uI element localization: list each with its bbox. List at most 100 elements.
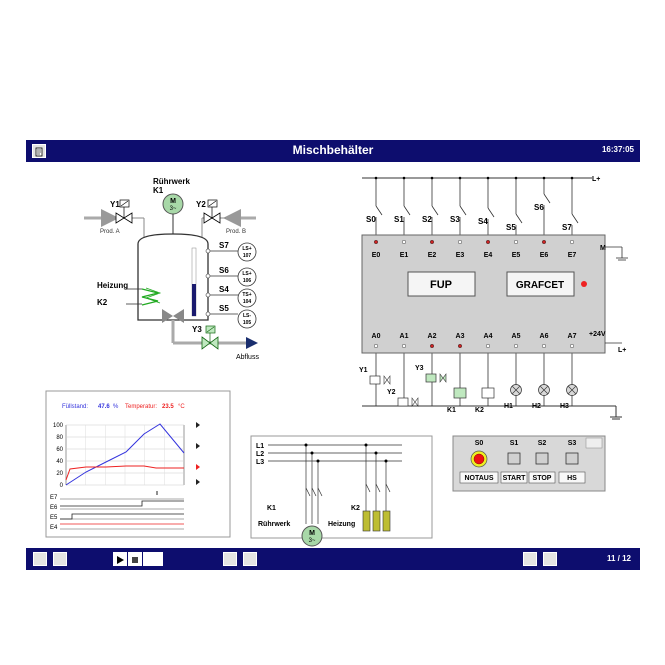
switch-label-s0: S0 xyxy=(366,215,376,224)
tool-icon[interactable] xyxy=(33,552,47,566)
printer-icon[interactable] xyxy=(53,552,67,566)
output-led-a4 xyxy=(485,343,491,349)
panel-label-start: START xyxy=(503,475,527,482)
bottom-toolbar: 11 / 12 xyxy=(26,548,640,570)
plc-voltage-label: +24V xyxy=(589,331,606,338)
switch-s1[interactable]: S1 xyxy=(394,176,411,241)
trend-ytick-0: 0 xyxy=(60,483,64,489)
switch-s6[interactable]: S6 xyxy=(534,176,551,241)
inlet-label-b: Prod. B xyxy=(226,229,246,235)
input-led-e0 xyxy=(373,239,379,245)
actuator-label-k1: K1 xyxy=(447,407,456,414)
actuator-label-y3: Y3 xyxy=(415,365,424,372)
switch-label-s7: S7 xyxy=(562,223,572,232)
sensor-s6-type: LS+ xyxy=(242,271,251,277)
actuator-k2[interactable]: K2 xyxy=(475,348,495,414)
agitator-label: Rührwerk xyxy=(153,177,190,186)
valve-y1-icon[interactable] xyxy=(115,199,133,224)
output-led-a1 xyxy=(401,343,407,349)
panel-tag-s3: S3 xyxy=(568,440,577,447)
actuator-y1[interactable]: Y1 xyxy=(359,348,391,406)
monitor-icon[interactable] xyxy=(143,552,163,566)
input-label-e1: E1 xyxy=(400,252,409,259)
actuator-y2[interactable]: Y2 xyxy=(387,348,419,407)
valve-y3-icon[interactable] xyxy=(201,325,219,350)
sensor-s4[interactable]: S4 TS+ 104 xyxy=(205,285,257,308)
output-label-a4: A4 xyxy=(484,333,493,340)
phase-label-l3: L3 xyxy=(256,459,264,466)
switch-s3[interactable]: S3 xyxy=(450,176,467,241)
actuator-h2[interactable]: H2 xyxy=(532,348,550,410)
actuator-label-y1: Y1 xyxy=(359,367,368,374)
valve-y2-icon[interactable] xyxy=(203,199,221,224)
output-label-a5: A5 xyxy=(512,333,521,340)
plc-ground-label: M xyxy=(600,245,606,252)
alarm-icon[interactable] xyxy=(223,552,237,566)
switch-s2[interactable]: S2 xyxy=(422,176,439,241)
sensor-s7[interactable]: S7 LS+ 107 xyxy=(205,241,257,262)
sensor-s6-id: 106 xyxy=(243,278,252,284)
fup-button[interactable]: FUP xyxy=(407,271,476,297)
switch-s5[interactable]: S5 xyxy=(506,176,523,241)
circuit-heater-icon xyxy=(362,510,391,532)
supply-label-top: L+ xyxy=(592,176,600,183)
panel-tag-s2: S2 xyxy=(538,440,547,447)
sensor-s5[interactable]: S5 LS- 105 xyxy=(205,304,257,329)
fup-button-label: FUP xyxy=(430,279,452,291)
sensor-s5-id: 105 xyxy=(243,320,252,326)
agitator-tag: K1 xyxy=(153,186,164,195)
page-counter: 11 / 12 xyxy=(606,554,631,563)
switch-s0[interactable]: S0 xyxy=(366,176,383,241)
circuit-motor-label: Rührwerk xyxy=(258,521,290,528)
stop-icon[interactable] xyxy=(128,552,142,566)
panel-label-notaus: NOTAUS xyxy=(464,475,493,482)
panel-label-hs: HS xyxy=(567,475,577,482)
outlet-label: Abfluss xyxy=(236,354,259,361)
output-led-a5 xyxy=(513,343,519,349)
temp-value: 23.5 xyxy=(162,404,174,410)
input-label-e0: E0 xyxy=(372,252,381,259)
motor-phase: 3~ xyxy=(170,206,177,212)
agitator-motor-icon[interactable]: M 3~ xyxy=(162,193,184,215)
sensor-s7-type: LS+ xyxy=(242,246,251,252)
sensor-s5-type: LS- xyxy=(243,313,251,319)
switch-s7[interactable]: S7 xyxy=(562,176,579,241)
trend-ytick-60: 60 xyxy=(56,447,63,453)
switch-s4[interactable]: S4 xyxy=(478,176,495,241)
switch-label-s5: S5 xyxy=(506,223,516,232)
input-led-e2 xyxy=(429,239,435,245)
digital-label-e7: E7 xyxy=(50,495,58,501)
tank-level-bar xyxy=(192,284,196,316)
switch-label-s4: S4 xyxy=(478,217,488,226)
trend-ytick-100: 100 xyxy=(53,423,64,429)
actuator-h3[interactable]: H3 xyxy=(560,348,578,410)
clock: 16:37:05 xyxy=(601,145,634,154)
page-title: Mischbehälter xyxy=(292,143,374,157)
clock-icon[interactable] xyxy=(543,552,557,566)
grafcet-button[interactable]: GRAFCET xyxy=(506,271,575,297)
output-led-a2 xyxy=(429,343,435,349)
input-label-e4: E4 xyxy=(484,252,493,259)
hand-icon[interactable] xyxy=(243,552,257,566)
panel-tag-s0: S0 xyxy=(475,440,484,447)
sensor-s6[interactable]: S6 LS+ 106 xyxy=(205,266,257,287)
actuator-y3[interactable]: Y3 xyxy=(415,348,447,406)
eraser-icon[interactable] xyxy=(523,552,537,566)
play-icon[interactable] xyxy=(113,552,127,566)
actuator-k1[interactable]: K1 xyxy=(447,348,467,414)
panel-corner-icon xyxy=(585,437,603,449)
trend-ytick-80: 80 xyxy=(56,435,63,441)
output-label-a6: A6 xyxy=(540,333,549,340)
actuator-h1[interactable]: H1 xyxy=(504,348,522,410)
inlet-label-a: Prod. A xyxy=(100,229,120,235)
phase-label-l2: L2 xyxy=(256,451,264,458)
level-label: Füllstand: xyxy=(62,404,88,410)
document-icon[interactable] xyxy=(32,144,46,158)
